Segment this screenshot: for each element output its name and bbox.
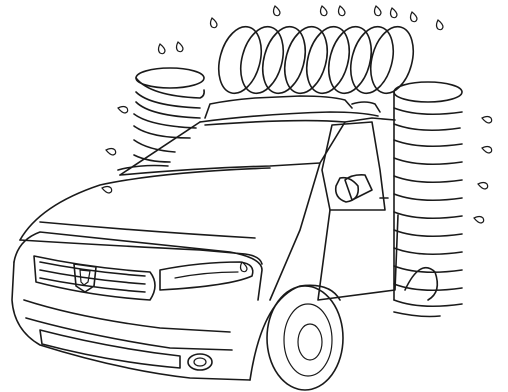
water-drop-icon xyxy=(337,5,346,17)
water-drop-icon xyxy=(239,261,248,273)
water-drop-icon xyxy=(389,7,398,19)
water-drop-icon xyxy=(473,215,485,224)
left-brush xyxy=(117,67,205,171)
water-drop-icon xyxy=(175,41,184,53)
water-drop-icon xyxy=(435,19,444,31)
water-drop-icon xyxy=(105,147,117,156)
water-drop-icon xyxy=(373,5,382,17)
water-drops xyxy=(101,5,493,273)
car-body xyxy=(11,95,439,391)
water-drop-icon xyxy=(101,185,113,194)
water-drop-icon xyxy=(319,5,328,17)
water-drop-icon xyxy=(481,145,493,154)
water-drop-icon xyxy=(209,17,218,29)
water-drop-icon xyxy=(409,11,418,23)
right-brush xyxy=(393,81,463,318)
top-brush xyxy=(217,25,415,95)
water-drop-icon xyxy=(272,5,281,17)
water-drop-icon xyxy=(477,181,489,190)
water-drop-icon xyxy=(481,115,493,124)
water-drop-icon xyxy=(117,105,129,114)
water-drop-icon xyxy=(157,43,166,55)
